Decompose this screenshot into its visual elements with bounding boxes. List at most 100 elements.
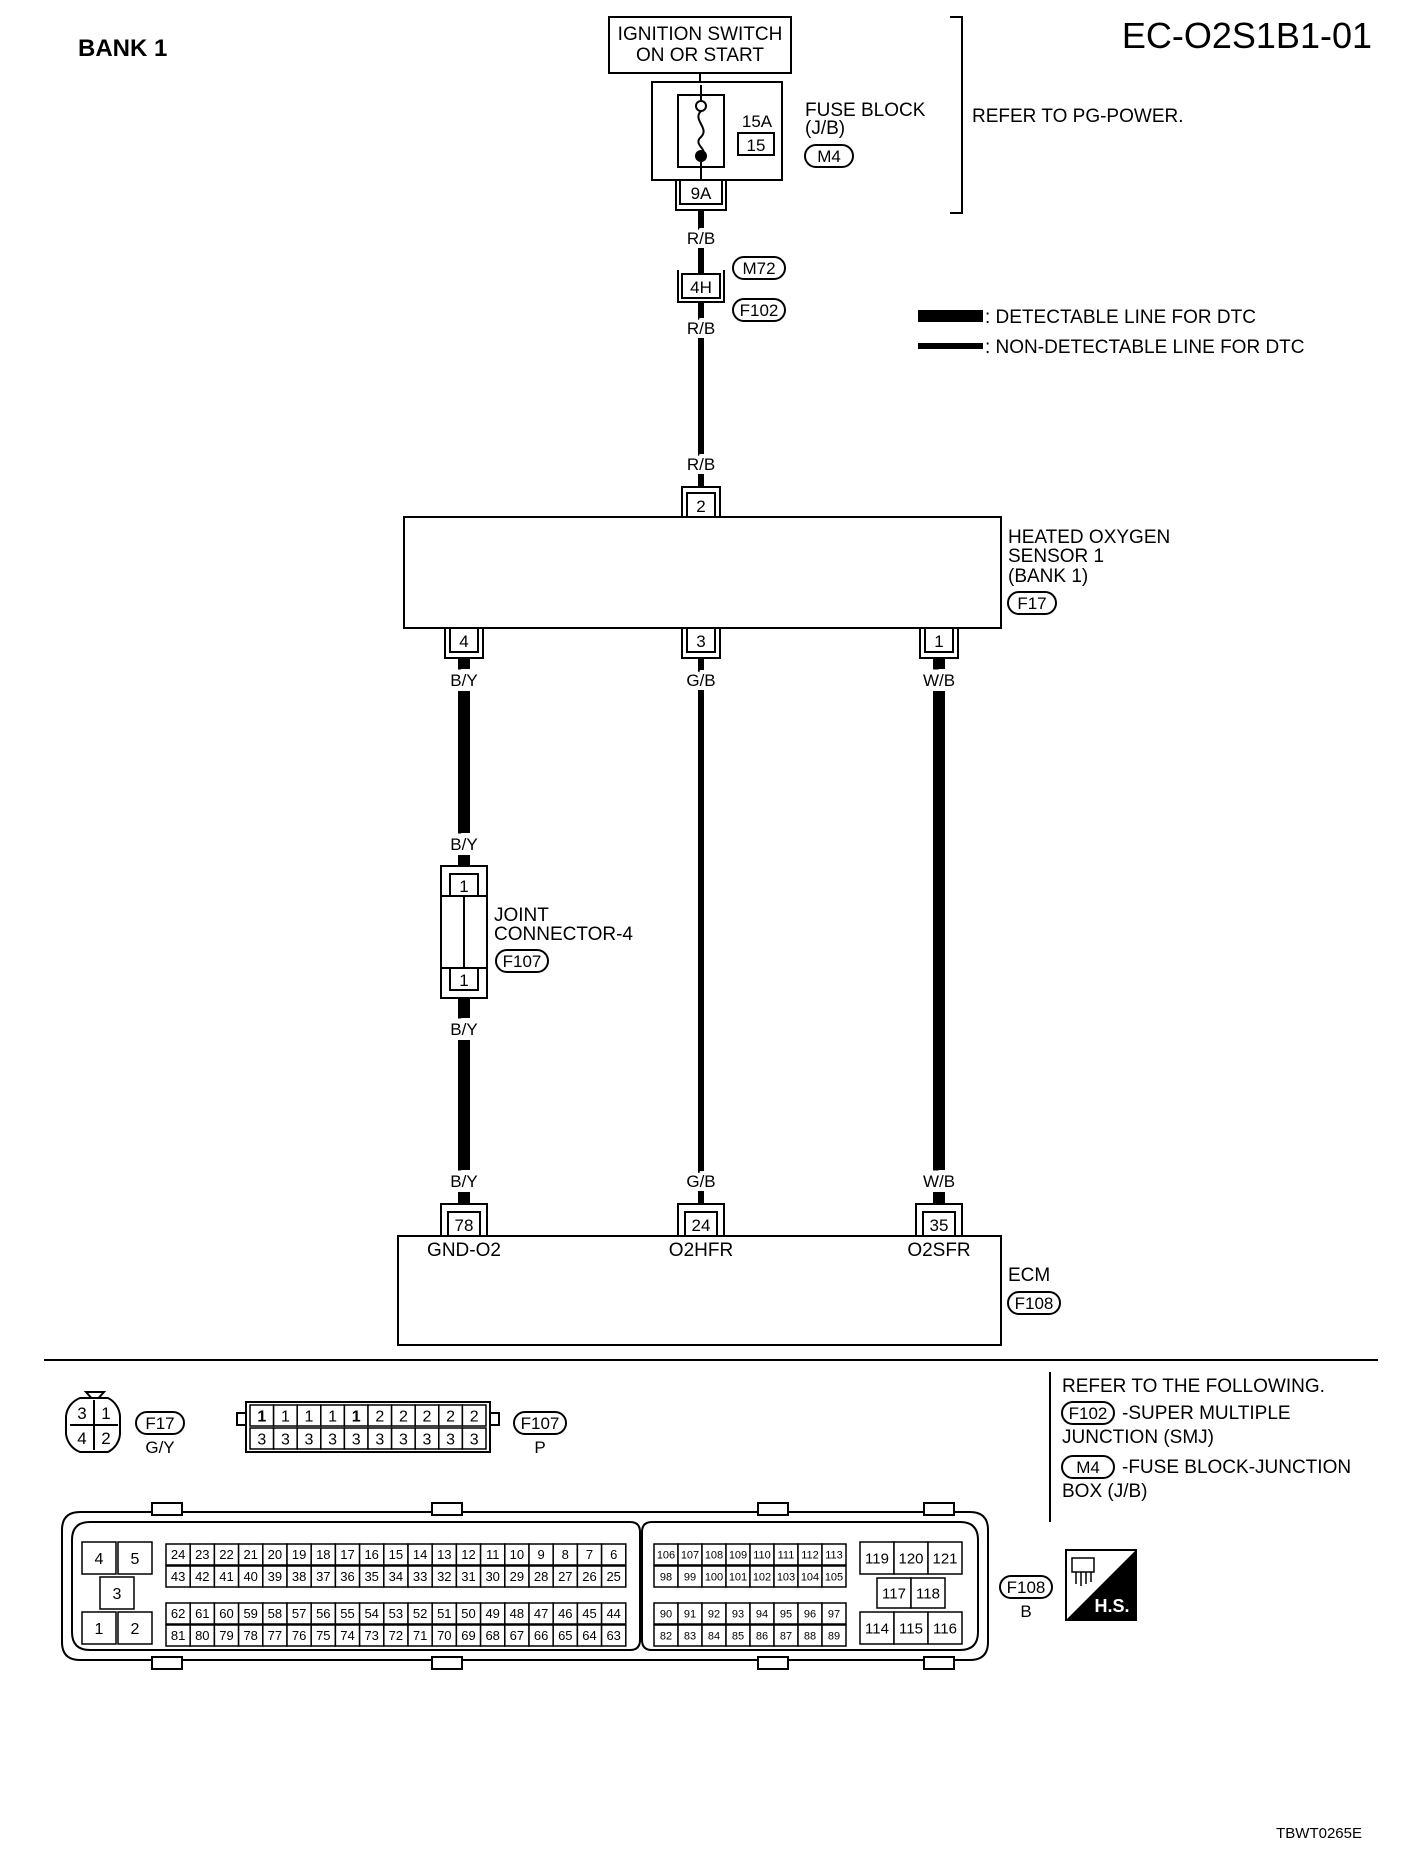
f108-pin: 90	[660, 1608, 672, 1620]
f108-pin: 65	[558, 1628, 572, 1643]
f108-pin: 39	[268, 1569, 282, 1584]
sensor-pin-power: 2	[696, 497, 705, 516]
f107-bottom-pin: 3	[281, 1431, 290, 1448]
f108-pin: 74	[340, 1628, 354, 1643]
joint-pin-top: 1	[459, 877, 468, 896]
fuse-amps: 15A	[742, 112, 773, 131]
f108-pin: 60	[219, 1606, 233, 1621]
f108-pin: 83	[684, 1630, 696, 1642]
f108-pin-cell	[910, 1577, 946, 1609]
ecm-signal-hfr: O2HFR	[669, 1240, 733, 1261]
f108-pin: 78	[243, 1628, 257, 1643]
legend-detectable-text: : DETECTABLE LINE FOR DTC	[985, 307, 1256, 328]
sensor-connector-id: F17	[1017, 594, 1046, 613]
f108-pin: 19	[292, 1547, 306, 1562]
f107-bottom-pin: 3	[352, 1431, 361, 1448]
smj-connector-tag-bottom	[732, 298, 786, 322]
f108-pin: 110	[753, 1549, 771, 1561]
refer-item1-connector-tag	[1061, 1401, 1115, 1425]
f108-pin: 44	[606, 1606, 620, 1621]
smj-connector-tag-top	[732, 256, 786, 280]
smj-connector-top: M72	[742, 259, 775, 278]
f107-bottom-pin: 3	[328, 1431, 337, 1448]
ignition-switch-label-2: ON OR START	[636, 45, 764, 66]
f108-face-color: B	[1020, 1602, 1031, 1621]
joint-connector-tag	[495, 949, 549, 973]
fuse-number: 15	[747, 136, 766, 155]
f108-pin: 79	[219, 1628, 233, 1643]
diagram-code: EC-O2S1B1-01	[1122, 15, 1372, 56]
f108-pin: 30	[485, 1569, 499, 1584]
refer-item2-text2: BOX (J/B)	[1062, 1481, 1148, 1502]
f108-pin: 7	[586, 1547, 593, 1562]
f108-pin: 108	[705, 1549, 723, 1561]
f108-pin: 4	[95, 1551, 104, 1568]
joint-label-2: CONNECTOR-4	[494, 924, 633, 945]
f108-pin: 64	[582, 1628, 596, 1643]
ecm-signal-ground: GND-O2	[427, 1240, 501, 1261]
f107-top-pin: 1	[257, 1408, 266, 1425]
f108-pin: 77	[268, 1628, 282, 1643]
sensor-label-1: HEATED OXYGEN	[1008, 527, 1170, 548]
ecm-connector-id: F108	[1015, 1294, 1054, 1313]
f108-pin: 82	[660, 1630, 672, 1642]
f107-top-pin: 1	[305, 1408, 314, 1425]
f107-top-pin: 1	[352, 1408, 361, 1425]
f108-pin: 100	[705, 1571, 723, 1583]
joint-pin-bottom: 1	[459, 971, 468, 990]
power-reference-bracket	[950, 16, 963, 214]
f108-pin: 34	[389, 1569, 403, 1584]
f108-pin: 55	[340, 1606, 354, 1621]
f108-pin: 115	[899, 1620, 923, 1637]
f107-bottom-pin: 3	[257, 1431, 266, 1448]
ecm-label: ECM	[1008, 1265, 1050, 1286]
f107-bottom-pin: 3	[446, 1431, 455, 1448]
fuse-terminal-box	[679, 179, 723, 205]
ecm-signal-sfr: O2SFR	[907, 1240, 970, 1261]
f108-pin: 37	[316, 1569, 330, 1584]
hs-badge: H.S.	[1065, 1549, 1137, 1621]
f108-pin-cell	[117, 1611, 153, 1645]
f107-top-pin: 1	[281, 1408, 290, 1425]
f108-pin: 32	[437, 1569, 451, 1584]
f108-pin: 113	[825, 1549, 843, 1561]
f108-pin: 35	[364, 1569, 378, 1584]
fuse-number-box	[737, 132, 775, 156]
ecm-pin-hfr: 24	[692, 1216, 711, 1235]
sensor-connector-tag	[1007, 591, 1057, 615]
f108-pin: 76	[292, 1628, 306, 1643]
f108-pin-cell	[821, 1565, 847, 1588]
f108-pin: 22	[219, 1547, 233, 1562]
ignition-switch-label-1: IGNITION SWITCH	[618, 24, 783, 45]
refer-item2-text: -FUSE BLOCK-JUNCTION	[1122, 1457, 1351, 1478]
f108-pin: 9	[537, 1547, 544, 1562]
f108-pin: 87	[780, 1630, 792, 1642]
fuse-terminal-id: 9A	[691, 184, 712, 203]
f108-pin: 48	[510, 1606, 524, 1621]
f108-pin-cell	[600, 1624, 627, 1647]
f107-face-tag	[513, 1411, 567, 1435]
fuse-block-connector-tag	[804, 144, 854, 168]
fuse-top-terminal-icon	[695, 100, 707, 112]
wire-color-sfr-1: W/B	[923, 671, 955, 690]
wire-color-hfr-1: G/B	[686, 671, 715, 690]
f108-pin: 80	[195, 1628, 209, 1643]
f108-pin: 107	[681, 1549, 699, 1561]
f107-bottom-pin: 3	[470, 1431, 479, 1448]
f108-pin: 94	[756, 1608, 768, 1620]
f108-pin: 10	[510, 1547, 524, 1562]
sensor-pin-sfr-box	[924, 627, 954, 653]
f108-pin: 46	[558, 1606, 572, 1621]
f108-pin: 50	[461, 1606, 475, 1621]
wire-color-hfr-2: G/B	[686, 1172, 715, 1191]
f108-pin: 31	[461, 1569, 475, 1584]
f108-pin: 68	[485, 1628, 499, 1643]
wire-color-ground-1: B/Y	[450, 671, 477, 690]
ecm-pin-hfr-frame	[677, 1203, 725, 1236]
f108-pin: 101	[729, 1571, 747, 1583]
f108-pin: 17	[340, 1547, 354, 1562]
f107-face-id: F107	[521, 1414, 560, 1433]
f108-pin: 109	[729, 1549, 747, 1561]
f108-pin: 119	[865, 1550, 889, 1567]
f108-pin: 91	[684, 1608, 696, 1620]
